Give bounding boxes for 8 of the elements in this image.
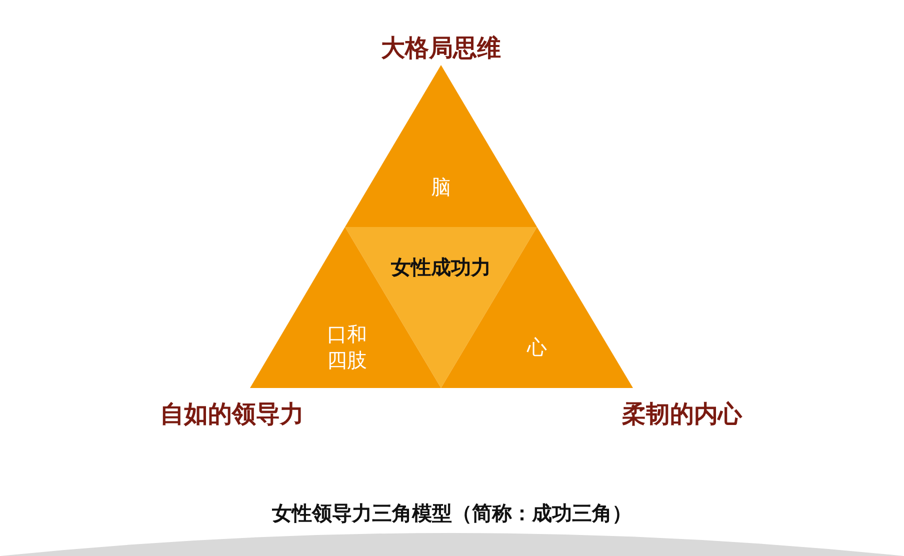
triangle-label: 脑 xyxy=(430,174,452,200)
triangle-caption: 柔韧的内心 xyxy=(622,399,742,430)
diagram-caption: 女性领导力三角模型（简称：成功三角） xyxy=(272,501,632,525)
triangle-label: 口和四肢 xyxy=(326,321,368,373)
triangle-label: 女性成功力 xyxy=(390,254,492,280)
triangle-caption: 自如的领导力 xyxy=(160,399,304,430)
triangle-label: 心 xyxy=(526,334,548,360)
triangle-caption: 大格局思维 xyxy=(381,33,501,64)
